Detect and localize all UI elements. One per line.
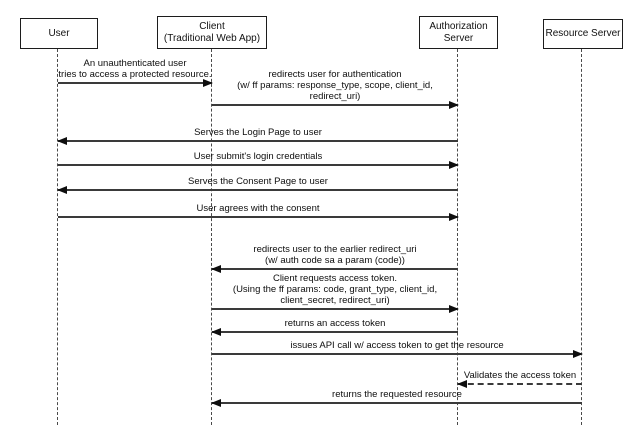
message-line [57,186,458,194]
message-unauthenticated-access: An unauthenticated user tries to access … [58,58,213,87]
actor-user: User [20,18,98,49]
message-label: Serves the Login Page to user [194,127,322,138]
message-label: redirects user to the earlier redirect_u… [253,244,417,266]
message-line [212,101,459,109]
arrowhead-left-icon [211,265,221,273]
message-line [211,328,458,336]
message-label: Serves the Consent Page to user [188,176,328,187]
lifeline-resource-server [581,49,582,425]
arrowhead-right-icon [203,79,213,87]
arrowhead-left-icon [57,186,67,194]
actor-resource-server: Resource Server [543,19,623,49]
arrowhead-left-icon [211,399,221,407]
message-submit-credentials: User submit's login credentials [58,151,459,169]
message-line [211,399,582,407]
lifeline-user [57,49,58,425]
arrowhead-left-icon [211,328,221,336]
message-redirect-uri-auth-code: redirects user to the earlier redirect_u… [211,244,458,273]
message-line [58,79,213,87]
message-returns-requested-resource: returns the requested resource [211,389,582,407]
message-line [212,350,583,358]
arrowhead-right-icon [449,305,459,313]
lifeline-client [211,49,212,425]
message-agrees-with-consent: User agrees with the consent [58,203,459,221]
message-line [57,137,458,145]
message-api-call-with-token: issues API call w/ access token to get t… [212,340,583,358]
message-label: User agrees with the consent [196,203,320,214]
lifeline-authorization-server [457,49,458,425]
actor-resource-server-label: Resource Server [545,28,621,39]
message-line [58,161,459,169]
arrowhead-right-icon [449,161,459,169]
message-label: issues API call w/ access token to get t… [290,340,504,351]
actor-authorization-server: Authorization Server [419,16,498,49]
message-label: An unauthenticated user tries to access … [58,58,212,80]
message-label: Validates the access token [463,370,577,381]
message-label: Client requests access token. (Using the… [232,273,438,306]
message-serves-login-page: Serves the Login Page to user [57,127,458,145]
message-label: returns an access token [284,318,386,329]
message-label: returns the requested resource [332,389,462,400]
actor-client: Client (Traditional Web App) [157,16,267,49]
actor-authorization-server-label: Authorization Server [429,20,488,44]
arrowhead-right-icon [573,350,583,358]
message-line [58,213,459,221]
message-label: redirects user for authentication (w/ ff… [237,69,433,102]
message-request-access-token: Client requests access token. (Using the… [212,273,459,313]
message-serves-consent-page: Serves the Consent Page to user [57,176,458,194]
message-line [212,305,459,313]
arrowhead-right-icon [449,101,459,109]
message-redirect-for-authentication: redirects user for authentication (w/ ff… [212,69,459,109]
message-line [211,265,458,273]
message-returns-access-token: returns an access token [211,318,458,336]
message-line-dashed [457,380,582,388]
actor-client-label: Client (Traditional Web App) [163,20,261,44]
actor-user-label: User [48,27,70,39]
message-label: User submit's login credentials [193,151,323,162]
arrowhead-right-icon [449,213,459,221]
arrowhead-left-icon [457,380,467,388]
arrowhead-left-icon [57,137,67,145]
message-validates-access-token: Validates the access token [457,370,582,388]
